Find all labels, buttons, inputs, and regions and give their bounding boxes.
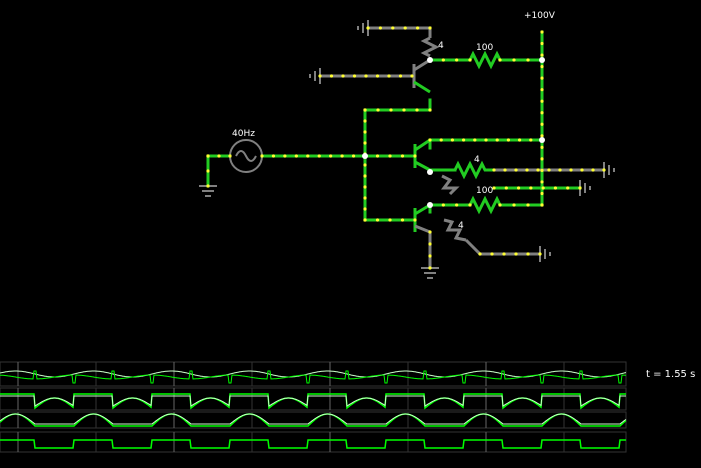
source-frequency-label: 40Hz (232, 129, 255, 139)
time-readout: t = 1.55 s (646, 369, 695, 380)
junction-dots (362, 57, 545, 208)
potentiometer-symbols[interactable] (420, 36, 467, 242)
resistor-symbols[interactable] (453, 50, 502, 215)
pot-bottom-label: 4 (458, 221, 464, 231)
active-wires[interactable] (206, 30, 582, 222)
idle-wires[interactable] (320, 26, 604, 268)
supply-voltage-label: +100V (524, 11, 556, 21)
pot-top-label: 4 (438, 41, 444, 51)
resistor-top-label: 100 (476, 43, 493, 53)
ac-source[interactable] (229, 139, 263, 173)
resistor-bottom-label: 100 (476, 186, 493, 196)
wire-node-dots (206, 26, 606, 270)
oscilloscope-panel[interactable] (0, 361, 627, 453)
pot-middle-label: 4 (474, 155, 480, 165)
